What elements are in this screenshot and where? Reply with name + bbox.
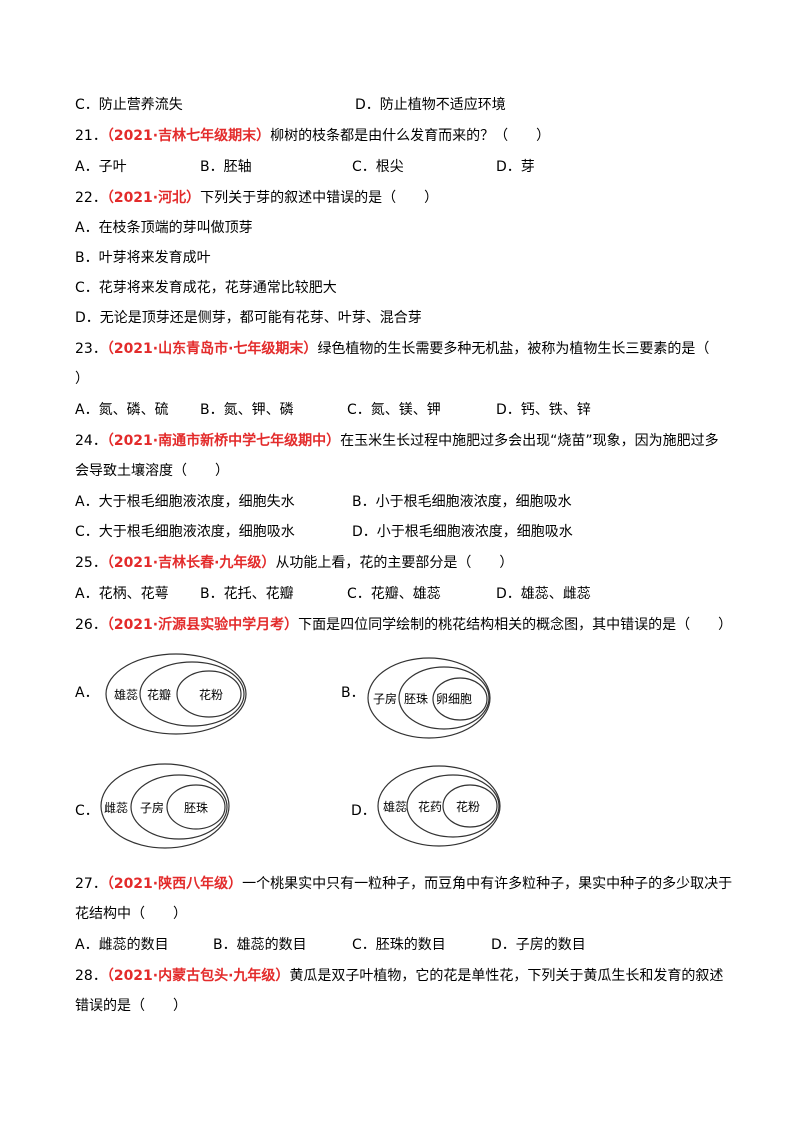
question-stem: 柳树的枝条都是由什么发育而来的？（ ）: [270, 128, 551, 144]
option-d: D．雄蕊、雌蕊: [496, 586, 591, 602]
option-b: B．叶芽将来发育成叶: [75, 250, 211, 266]
question-number: 26．: [75, 617, 107, 633]
question-21: 21．（2021·吉林七年级期末）柳树的枝条都是由什么发育而来的？（ ）: [75, 126, 550, 146]
middle-label: 花瓣: [147, 687, 171, 702]
question-source: （2021·南通市新桥中学七年级期中）: [106, 433, 341, 449]
question-number: 23．: [75, 341, 107, 357]
question-stem: 绿色植物的生长需要多种无机盐，被称为植物生长三要素的是（: [317, 341, 710, 357]
option-a: A．雌蕊的数目: [75, 937, 169, 953]
question-source: （2021·沂源县实验中学月考）: [106, 617, 299, 633]
question-28: 28．（2021·内蒙古包头·九年级）黄瓜是双子叶植物，它的花是单性花，下列关于…: [75, 966, 723, 986]
option-b: B．胚轴: [200, 159, 252, 175]
option-b: B．花托、花瓣: [200, 586, 294, 602]
option-d: D．芽: [496, 159, 535, 175]
middle-label: 子房: [140, 800, 164, 815]
question-number: 28．: [75, 968, 107, 984]
question-number: 21．: [75, 128, 107, 144]
inner-label: 花粉: [456, 799, 480, 814]
question-number: 25．: [75, 555, 107, 571]
question-number: 24．: [75, 433, 107, 449]
question-source: （2021·吉林长春·九年级）: [106, 555, 276, 571]
question-stem: 在玉米生长过程中施肥过多会出现“烧苗”现象，因为施肥过多: [340, 433, 719, 449]
option-c: C．花瓣、雄蕊: [347, 586, 441, 602]
concept-diagram-d: 雄蕊 花药 花粉: [376, 764, 502, 848]
diagram-a-letter: A．: [75, 685, 99, 701]
question-stem: 黄瓜是双子叶植物，它的花是单性花，下列关于黄瓜生长和发育的叙述: [289, 968, 724, 984]
option-c: C．胚珠的数目: [352, 937, 446, 953]
question-source: （2021·吉林七年级期末）: [106, 128, 271, 144]
option-a: A．在枝条顶端的芽叫做顶芽: [75, 220, 253, 236]
question-22: 22．（2021·河北）下列关于芽的叙述中错误的是（ ）: [75, 188, 438, 208]
diagram-b-letter: B．: [341, 685, 365, 701]
concept-diagram-a: 雄蕊 花瓣 花粉: [104, 652, 249, 736]
question-source: （2021·河北）: [106, 190, 201, 206]
inner-label: 胚珠: [184, 801, 208, 815]
option-c: C．花芽将来发育成花，花芽通常比较肥大: [75, 280, 337, 296]
question-stem-line2: 花结构中（ ）: [75, 906, 187, 922]
question-26: 26．（2021·沂源县实验中学月考）下面是四位同学绘制的桃花结构相关的概念图，…: [75, 615, 732, 635]
question-source: （2021·陕西八年级）: [106, 876, 243, 892]
concept-diagram-b: 子房 胚珠 卵细胞: [366, 656, 492, 740]
middle-label: 花药: [418, 799, 442, 814]
option-d: D．小于根毛细胞液浓度，细胞吸水: [352, 524, 573, 540]
outer-label: 雌蕊: [104, 800, 128, 815]
option-d: D．子房的数目: [491, 937, 586, 953]
question-source: （2021·内蒙古包头·九年级）: [106, 968, 290, 984]
diagram-d-letter: D．: [351, 803, 376, 819]
option-a: A．大于根毛细胞液浓度，细胞失水: [75, 494, 295, 510]
question-stem-line2: 会导致土壤溶度（ ）: [75, 463, 229, 479]
question-stem-line2: 错误的是（ ）: [75, 998, 187, 1014]
option-a: A．花柄、花萼: [75, 586, 169, 602]
option-b: B．雄蕊的数目: [213, 937, 307, 953]
question-23: 23．（2021·山东青岛市·七年级期末）绿色植物的生长需要多种无机盐，被称为植…: [75, 339, 709, 359]
option-d: D．无论是顶芽还是侧芽，都可能有花芽、叶芽、混合芽: [75, 310, 422, 326]
option-d: D．防止植物不适应环境: [355, 97, 506, 113]
option-b: B．小于根毛细胞液浓度，细胞吸水: [352, 494, 572, 510]
outer-label: 雄蕊: [383, 799, 407, 814]
question-25: 25．（2021·吉林长春·九年级）从功能上看，花的主要部分是（ ）: [75, 553, 513, 573]
question-27: 27．（2021·陕西八年级）一个桃果实中只有一粒种子，而豆角中有许多粒种子，果…: [75, 874, 732, 894]
question-stem: 从功能上看，花的主要部分是（ ）: [275, 555, 514, 571]
question-number: 22．: [75, 190, 107, 206]
middle-label: 胚珠: [404, 692, 428, 706]
inner-label: 卵细胞: [436, 692, 472, 706]
outer-label: 雄蕊: [114, 687, 138, 702]
question-number: 27．: [75, 876, 107, 892]
option-d: D．钙、铁、锌: [496, 402, 591, 418]
option-b: B．氮、钾、磷: [200, 402, 294, 418]
outer-label: 子房: [373, 691, 397, 706]
question-stem-end: ）: [75, 371, 89, 387]
option-c: C．氮、镁、钾: [347, 402, 441, 418]
question-stem: 下面是四位同学绘制的桃花结构相关的概念图，其中错误的是（ ）: [298, 617, 733, 633]
question-stem: 一个桃果实中只有一粒种子，而豆角中有许多粒种子，果实中种子的多少取决于: [242, 876, 733, 892]
option-c: C．大于根毛细胞液浓度，细胞吸水: [75, 524, 295, 540]
option-c: C．防止营养流失: [75, 97, 183, 113]
inner-label: 花粉: [199, 687, 223, 702]
question-source: （2021·山东青岛市·七年级期末）: [106, 341, 318, 357]
question-24: 24．（2021·南通市新桥中学七年级期中）在玉米生长过程中施肥过多会出现“烧苗…: [75, 431, 719, 451]
concept-diagram-c: 雌蕊 子房 胚珠: [99, 762, 231, 850]
option-a: A．氮、磷、硫: [75, 402, 169, 418]
question-stem: 下列关于芽的叙述中错误的是（ ）: [200, 190, 439, 206]
option-c: C．根尖: [352, 159, 404, 175]
option-a: A．子叶: [75, 159, 127, 175]
diagram-c-letter: C．: [75, 803, 99, 819]
